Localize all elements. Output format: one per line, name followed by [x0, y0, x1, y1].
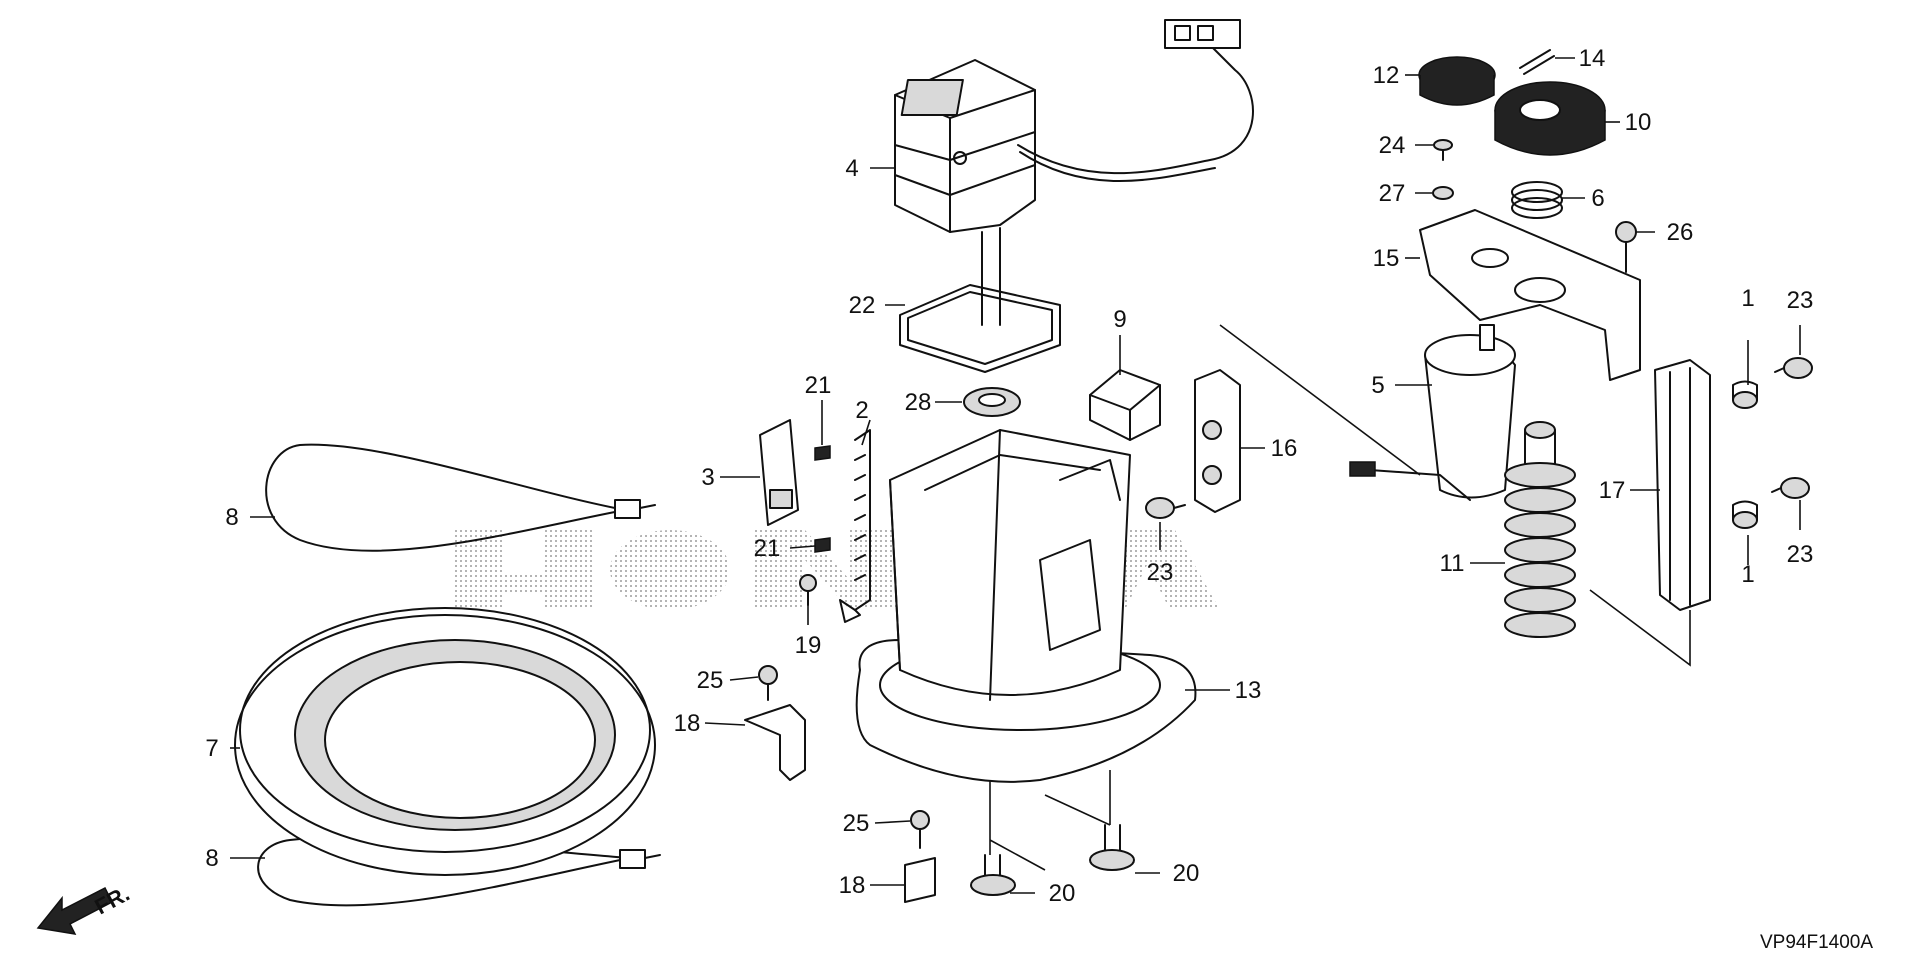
housing-cup	[855, 429, 1197, 783]
clip-18-lower	[904, 857, 936, 903]
callout-21: 21	[754, 535, 781, 562]
toothed-strip	[839, 429, 871, 623]
callout-11: 11	[1440, 550, 1465, 577]
callout-15: 15	[1373, 245, 1400, 272]
large-gear	[1494, 81, 1606, 156]
callout-25: 25	[697, 667, 724, 694]
callout-26: 26	[1667, 219, 1694, 246]
washer-27	[1432, 186, 1454, 200]
front-direction-arrow: FR.	[36, 881, 134, 935]
front-direction-label: FR.	[91, 881, 134, 920]
callout-23: 23	[1787, 541, 1814, 568]
callout-4: 4	[845, 155, 858, 182]
small-spring	[1511, 181, 1563, 219]
callout-14: 14	[1579, 45, 1606, 72]
bushing-1-upper	[1732, 380, 1758, 409]
callout-27: 27	[1379, 180, 1406, 207]
screw-25-upper	[758, 665, 778, 701]
bolt-23-middle	[1145, 497, 1186, 519]
grommet	[963, 387, 1021, 417]
callout-2: 2	[855, 397, 868, 424]
callout-18: 18	[839, 872, 866, 899]
callout-18: 18	[674, 710, 701, 737]
callout-7: 7	[205, 735, 218, 762]
callout-1: 1	[1741, 561, 1754, 588]
screw-26	[1615, 221, 1637, 273]
callout-23: 23	[1147, 559, 1174, 586]
callout-1: 1	[1741, 285, 1754, 312]
callout-16: 16	[1271, 435, 1298, 462]
callout-19: 19	[795, 632, 822, 659]
cable-tie-upper	[265, 443, 656, 552]
callout-5: 5	[1371, 372, 1384, 399]
callout-8: 8	[205, 845, 218, 872]
callout-23: 23	[1787, 287, 1814, 314]
mounting-bracket	[1419, 209, 1641, 381]
bushing-1-lower	[1732, 500, 1758, 529]
bolt-23-upper	[1774, 357, 1813, 379]
clip-18-upper	[744, 704, 806, 781]
bolt-23-lower	[1771, 477, 1810, 499]
bolt-20-right	[1089, 824, 1135, 871]
callout-24: 24	[1379, 132, 1406, 159]
callouts: 1 1 2 3 4 5 6 7 8 8 9 10 11 12 13 14 15 …	[205, 45, 1813, 907]
callout-10: 10	[1625, 109, 1652, 136]
callout-21: 21	[805, 372, 832, 399]
screw-19	[799, 574, 817, 606]
callout-20: 20	[1049, 880, 1076, 907]
pin	[1519, 49, 1555, 75]
bolt-20-left	[970, 854, 1016, 896]
guide-rail	[1654, 359, 1711, 611]
alignment-lines	[989, 324, 1691, 871]
guide-plate-16	[1194, 369, 1241, 513]
gear-motor	[1349, 324, 1516, 501]
square-gasket	[899, 284, 1061, 373]
leader-lines	[230, 57, 1801, 894]
screw-21a	[814, 445, 831, 461]
motor-assembly	[894, 19, 1254, 326]
callout-13: 13	[1235, 677, 1262, 704]
callout-17: 17	[1599, 477, 1626, 504]
callout-28: 28	[905, 389, 932, 416]
screw-25-lower	[910, 810, 930, 849]
screw-21b	[814, 537, 831, 553]
callout-3: 3	[701, 464, 714, 491]
diagram-code: VP94F1400A	[1760, 932, 1873, 953]
small-gear	[1418, 56, 1496, 106]
callout-20: 20	[1173, 860, 1200, 887]
seal-ring	[234, 607, 656, 876]
callout-25: 25	[843, 810, 870, 837]
callout-12: 12	[1373, 62, 1400, 89]
screw-24	[1433, 139, 1453, 161]
connector-block	[1089, 369, 1161, 441]
callout-9: 9	[1113, 306, 1126, 333]
worm-shaft	[1504, 421, 1576, 638]
callout-22: 22	[849, 292, 876, 319]
callout-8: 8	[225, 504, 238, 531]
sensor-board	[759, 419, 799, 526]
callout-6: 6	[1591, 185, 1604, 212]
